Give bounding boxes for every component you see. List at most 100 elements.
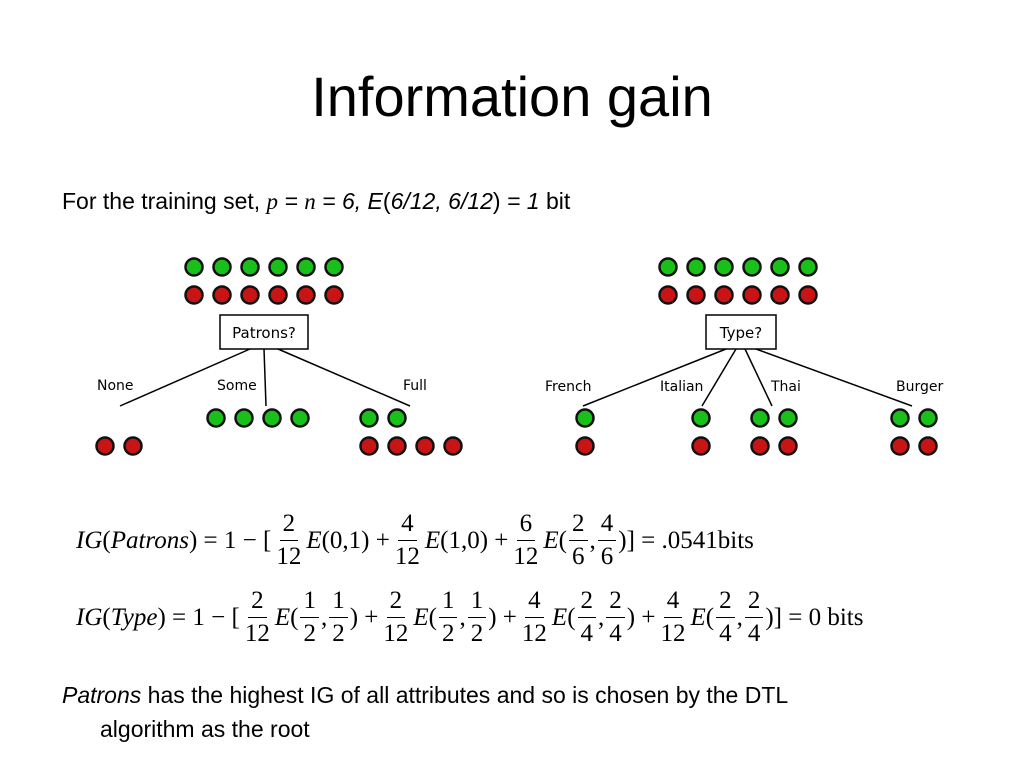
ig-arg: Type xyxy=(110,603,158,631)
negative-example xyxy=(770,285,790,305)
positive-example xyxy=(268,257,288,277)
comma: , xyxy=(459,603,466,631)
subtitle-eq2: = 6, E xyxy=(315,188,383,214)
denominator: 12 xyxy=(521,620,547,647)
decision-tree-diagrams: Patrons? None Some Full xyxy=(95,257,943,456)
conclusion-line1: has the highest IG of all attributes and… xyxy=(141,682,789,708)
edge-french xyxy=(582,348,727,407)
positive-example xyxy=(742,257,762,277)
positive-example xyxy=(212,257,232,277)
type-node-label: Type? xyxy=(719,324,762,342)
numerator: 2 xyxy=(606,585,625,618)
plus-sign: ) + xyxy=(626,603,656,631)
paren-open: ( xyxy=(102,526,111,554)
denominator: 6 xyxy=(572,543,585,570)
ig-arg: Patrons xyxy=(110,526,189,554)
denominator: 6 xyxy=(600,543,614,570)
ig-symbol: IG xyxy=(76,603,103,631)
some-leaf-examples xyxy=(206,408,310,428)
entropy-symbol: E xyxy=(274,603,291,631)
denominator: 2 xyxy=(332,620,345,647)
denominator: 4 xyxy=(609,620,622,647)
subtitle-eq3: = 1 xyxy=(500,188,540,214)
negative-example xyxy=(268,285,288,305)
paren-open: ( xyxy=(290,603,299,631)
negative-example xyxy=(798,285,818,305)
numerator: 2 xyxy=(279,508,299,541)
entropy-symbol: E xyxy=(551,603,568,631)
subtitle-close: ) xyxy=(492,188,501,214)
full-leaf-examples xyxy=(359,408,463,456)
patrons-node-box xyxy=(219,314,309,350)
positive-example xyxy=(234,408,254,428)
numerator: 2 xyxy=(248,585,267,618)
denominator: 4 xyxy=(747,620,761,647)
positive-example xyxy=(658,257,678,277)
negative-example xyxy=(240,285,260,305)
branch-label-burger: Burger xyxy=(896,379,943,395)
numerator: 2 xyxy=(716,585,735,618)
comma: , xyxy=(736,603,743,631)
negative-example xyxy=(443,436,463,456)
type-node-box xyxy=(705,314,777,350)
negative-example xyxy=(415,436,435,456)
negative-example xyxy=(778,436,798,456)
positive-example xyxy=(290,408,310,428)
negative-example xyxy=(691,436,711,456)
numerator: 6 xyxy=(516,508,536,541)
edge-italian xyxy=(701,348,737,407)
negative-example xyxy=(686,285,706,305)
paren-open: ( xyxy=(428,603,437,631)
positive-example xyxy=(184,257,204,277)
negative-example xyxy=(184,285,204,305)
comma: , xyxy=(589,526,596,554)
var-n: n xyxy=(304,189,316,214)
french-leaf-examples xyxy=(575,408,595,456)
positive-example xyxy=(575,408,595,428)
denominator: 2 xyxy=(470,620,484,647)
patrons-tree: Patrons? None Some Full xyxy=(95,257,463,456)
comma: , xyxy=(320,603,328,631)
plus-sign: ) + xyxy=(349,603,379,631)
positive-example xyxy=(918,408,938,428)
positive-example xyxy=(296,257,316,277)
negative-example xyxy=(750,436,770,456)
denominator: 2 xyxy=(303,620,316,647)
ig-symbol: IG xyxy=(76,526,103,554)
entropy-symbol: E xyxy=(413,603,429,631)
positive-example xyxy=(890,408,910,428)
subtitle-eq1: = xyxy=(278,188,305,214)
entropy-symbol: E xyxy=(424,526,441,554)
numerator: 2 xyxy=(577,585,597,618)
conclusion-text: Patrons has the highest IG of all attrib… xyxy=(62,678,982,746)
numerator: 2 xyxy=(386,585,406,618)
branch-label-italian: Italian xyxy=(660,379,703,395)
denominator: 4 xyxy=(580,620,594,647)
numerator: 1 xyxy=(467,585,487,618)
edge-some xyxy=(263,348,267,407)
negative-example xyxy=(890,436,910,456)
italian-leaf-examples xyxy=(691,408,711,456)
type-root-examples xyxy=(658,257,818,305)
negative-example xyxy=(658,285,678,305)
branch-label-full: Full xyxy=(403,378,427,394)
denominator: 12 xyxy=(513,543,539,570)
denominator: 12 xyxy=(383,620,409,647)
negative-example xyxy=(387,436,407,456)
paren-open: ( xyxy=(558,526,567,554)
subtitle-args: 6/12, 6/12 xyxy=(390,188,493,214)
var-p: p xyxy=(266,189,279,214)
